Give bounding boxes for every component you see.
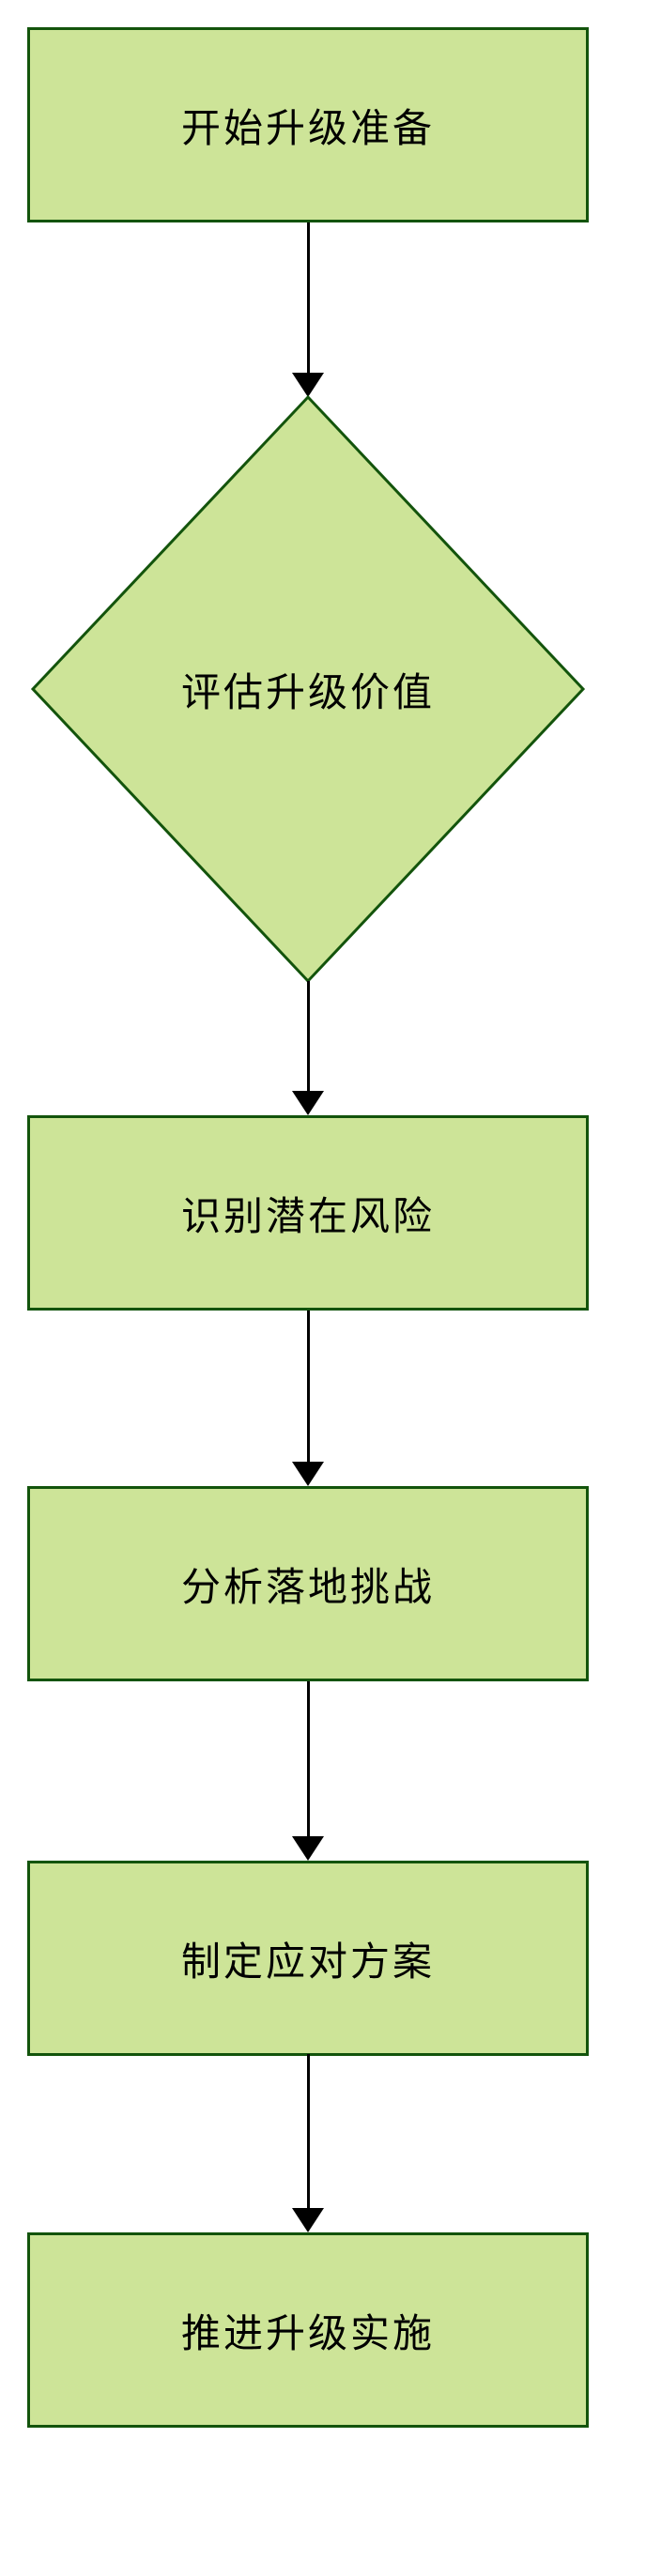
flow-node-evaluate-label-layer: 评估升级价值	[30, 394, 586, 984]
flow-node-challenge-label: 分析落地挑战	[180, 1564, 435, 1609]
connector-start-to-evaluate	[292, 222, 324, 397]
arrow-down-icon	[292, 373, 324, 397]
flow-node-implement: 推进升级实施	[27, 2232, 589, 2428]
arrow-down-icon	[292, 1462, 324, 1486]
arrow-stem	[306, 1681, 310, 1837]
connector-plan-to-implement	[292, 2054, 324, 2232]
flow-node-start: 开始升级准备	[27, 27, 589, 222]
arrow-down-icon	[292, 1836, 324, 1861]
arrow-stem	[306, 2054, 310, 2209]
connector-risk-to-challenge	[292, 1311, 324, 1486]
flow-node-evaluate-label: 评估升级价值	[180, 669, 435, 714]
flow-node-start-label: 开始升级准备	[180, 105, 435, 150]
flow-node-risk-label: 识别潜在风险	[180, 1193, 435, 1238]
arrow-stem	[306, 222, 310, 374]
arrow-down-icon	[292, 1091, 324, 1115]
flow-node-plan: 制定应对方案	[27, 1861, 589, 2056]
flow-node-plan-label: 制定应对方案	[180, 1939, 435, 1984]
arrow-stem	[306, 981, 310, 1092]
flow-node-implement-label: 推进升级实施	[180, 2310, 435, 2355]
arrow-stem	[306, 1311, 310, 1463]
flow-node-challenge: 分析落地挑战	[27, 1486, 589, 1681]
flow-node-evaluate: 评估升级价值	[30, 394, 586, 984]
connector-evaluate-to-risk	[292, 981, 324, 1115]
connector-challenge-to-plan	[292, 1681, 324, 1861]
arrow-down-icon	[292, 2208, 324, 2232]
flow-node-risk: 识别潜在风险	[27, 1115, 589, 1311]
